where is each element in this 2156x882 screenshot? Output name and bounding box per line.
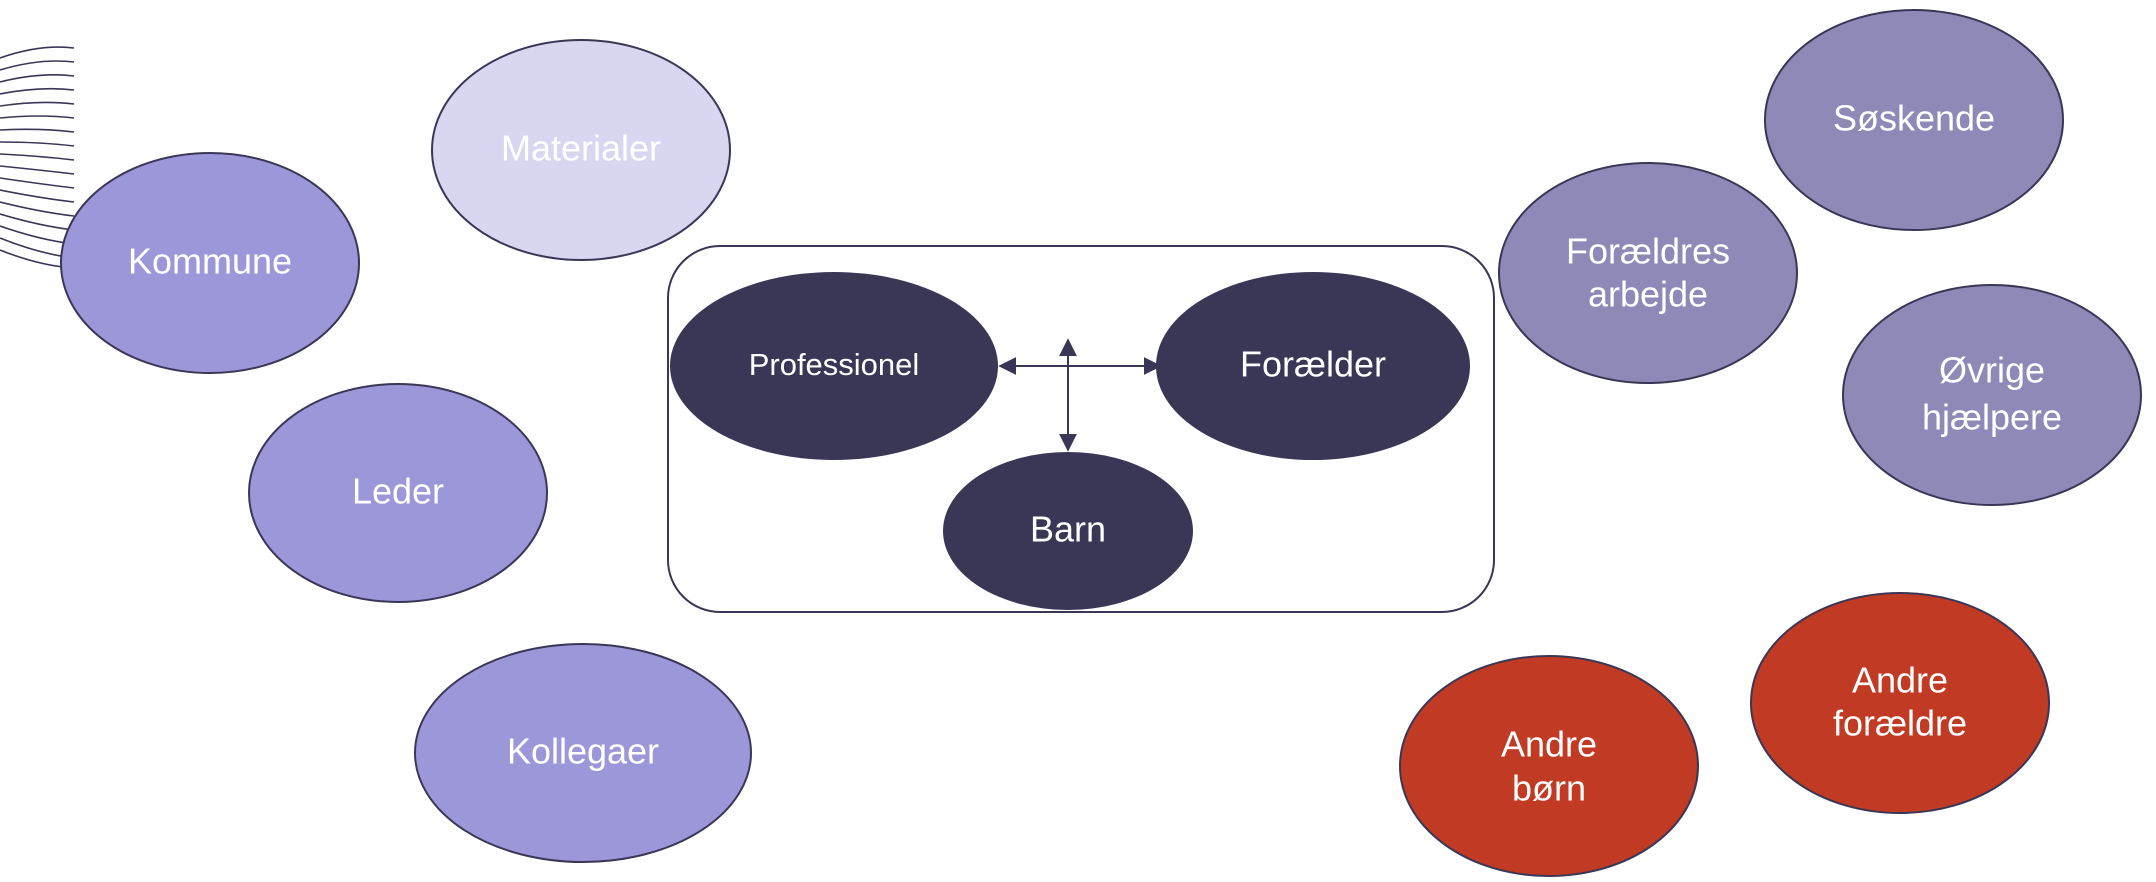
svg-text:Barn: Barn xyxy=(1030,509,1106,550)
svg-text:arbejde: arbejde xyxy=(1588,274,1708,315)
svg-text:børn: børn xyxy=(1512,768,1586,809)
svg-text:Leder: Leder xyxy=(352,471,444,512)
node-ovrige-hjaelpere: Øvrige hjælpere xyxy=(1842,284,2142,506)
svg-text:Professionel: Professionel xyxy=(749,347,920,382)
svg-text:Andre: Andre xyxy=(1501,724,1597,765)
svg-text:Materialer: Materialer xyxy=(501,128,661,169)
svg-text:Andre: Andre xyxy=(1852,660,1948,701)
svg-text:Forælder: Forælder xyxy=(1240,344,1386,385)
node-materialer: Materialer xyxy=(431,39,731,261)
node-foraelder: Forælder xyxy=(1156,272,1470,460)
node-barn: Barn xyxy=(943,452,1193,610)
node-soskende: Søskende xyxy=(1764,9,2064,231)
node-foraeldres-arbejde: Forældres arbejde xyxy=(1498,162,1798,384)
svg-text:Forældres: Forældres xyxy=(1566,231,1730,272)
svg-text:Øvrige: Øvrige xyxy=(1939,350,2045,391)
svg-text:Kommune: Kommune xyxy=(128,241,292,282)
svg-text:Søskende: Søskende xyxy=(1833,98,1995,139)
node-leder: Leder xyxy=(248,383,548,603)
node-kommune: Kommune xyxy=(60,152,360,374)
decorative-wave-lines xyxy=(0,46,75,269)
svg-text:Kollegaer: Kollegaer xyxy=(507,731,659,772)
svg-text:forældre: forældre xyxy=(1833,703,1967,744)
node-andre-foraeldre: Andre forældre xyxy=(1750,592,2050,814)
node-kollegaer: Kollegaer xyxy=(414,643,752,863)
svg-text:hjælpere: hjælpere xyxy=(1922,397,2062,438)
node-professionel: Professionel xyxy=(670,272,998,460)
node-andre-born: Andre børn xyxy=(1399,655,1699,877)
